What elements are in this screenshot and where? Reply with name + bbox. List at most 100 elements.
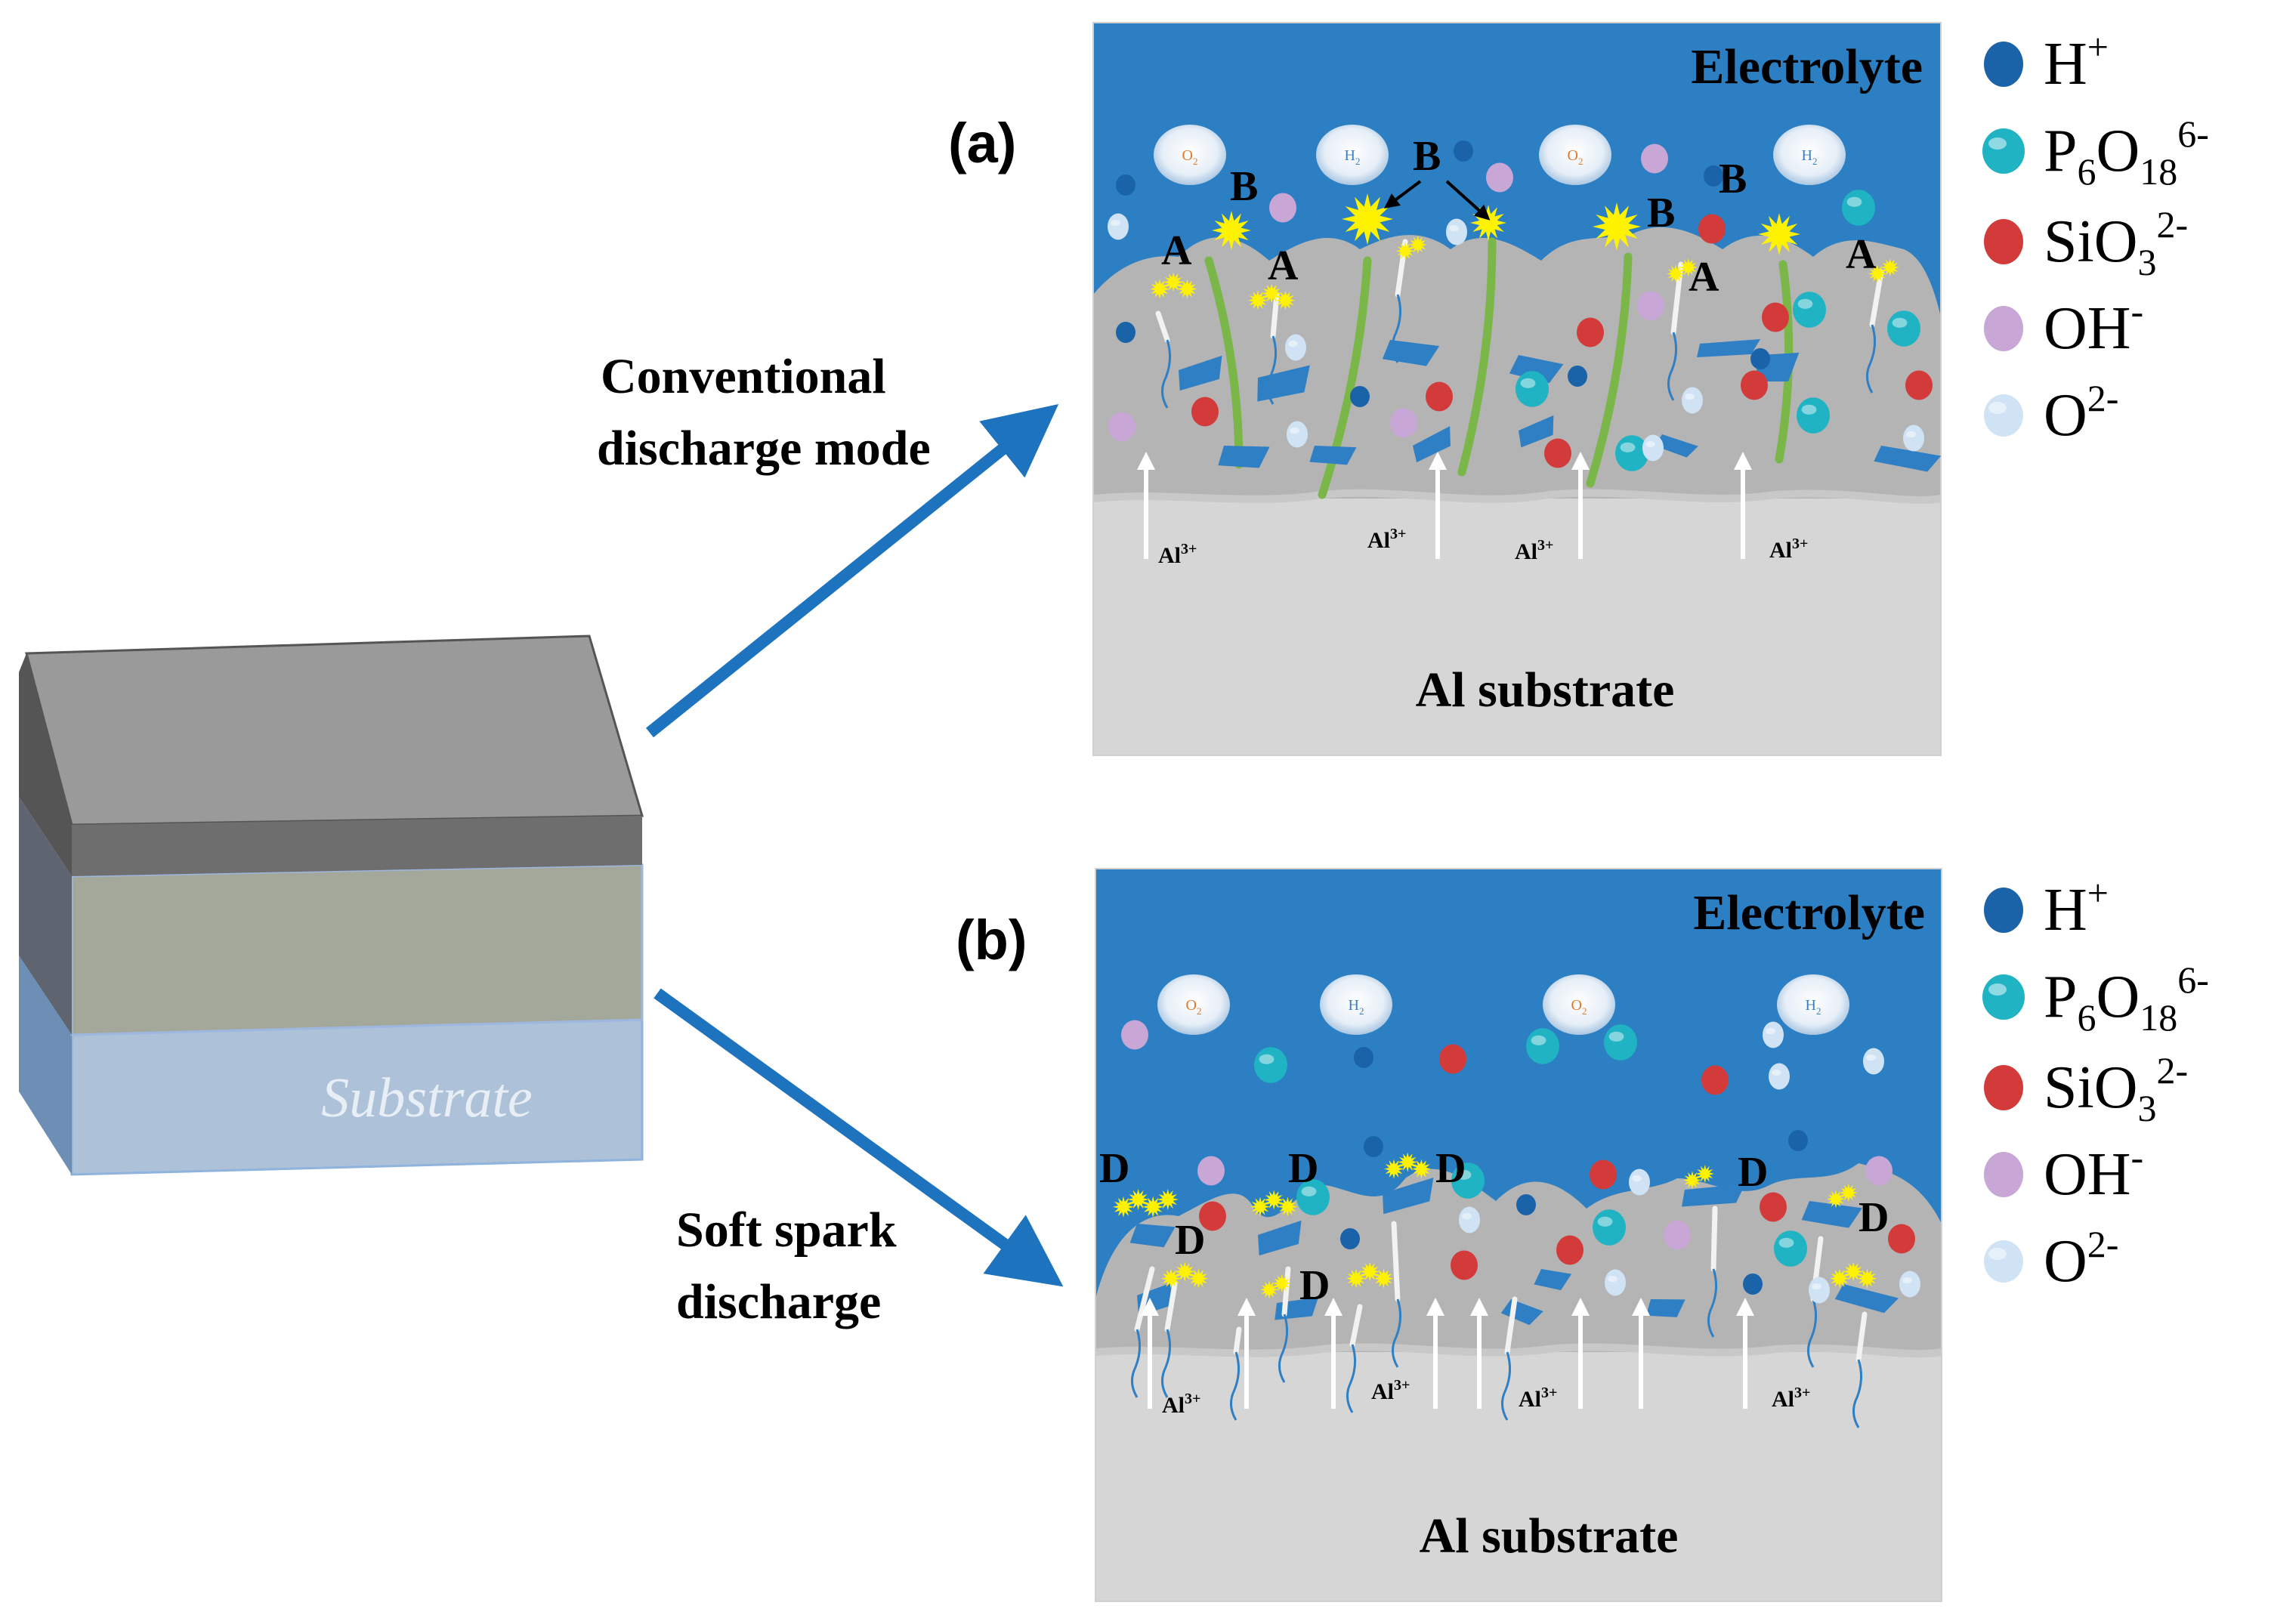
- gas-bubble-subscript: 2: [1197, 1005, 1202, 1017]
- ion-highlight: [1988, 137, 2007, 150]
- legend-superscript: 6-: [2177, 113, 2209, 155]
- discharge-channel-green: [1318, 256, 1372, 499]
- oh-ion-icon: [1641, 144, 1668, 174]
- spark-icon: [1843, 1261, 1864, 1282]
- coating-flake: [1697, 339, 1760, 357]
- spark-icon: [1398, 1152, 1418, 1172]
- legend-label: O2-: [2044, 377, 2118, 449]
- al-ion-label: Al3+: [1769, 536, 1808, 563]
- discharge-site-label: D: [1288, 1145, 1318, 1192]
- discharge-channel-green: [1586, 252, 1633, 488]
- spark-icon: [1264, 1190, 1284, 1210]
- panel-b-letter: (b): [956, 909, 1027, 971]
- discharge-site-label: A: [1268, 242, 1299, 289]
- panel-b-electrolyte-label: Electrolyte: [1693, 885, 1925, 940]
- coating-flake: [1534, 1269, 1572, 1291]
- discharge-site-label: D: [1738, 1149, 1768, 1196]
- o-ion-icon: [1287, 421, 1308, 448]
- discharge-crack: [1161, 339, 1171, 409]
- coating-flake: [1257, 365, 1310, 402]
- oh-ion-icon: [1121, 1020, 1148, 1050]
- o-ion-icon: [1629, 1169, 1650, 1196]
- ion-highlight: [1288, 340, 1298, 347]
- h-ion-icon: [1743, 1273, 1763, 1295]
- ion-highlight: [1866, 1054, 1876, 1061]
- spark-icon: [1408, 236, 1427, 254]
- ion-highlight: [1801, 404, 1817, 415]
- site-pointer-arrow: [1384, 180, 1422, 208]
- coating-flake: [1129, 1224, 1176, 1248]
- spark-icon: [1157, 1189, 1179, 1210]
- block-top-front: [72, 816, 642, 876]
- legend-superscript: 2-: [2157, 203, 2189, 245]
- oh-ion-icon: [1637, 291, 1664, 321]
- ion-highlight: [1988, 402, 2007, 414]
- discharge-channel: [1349, 1304, 1363, 1348]
- spark-icon: [1360, 1261, 1380, 1282]
- oh-ion-icon: [1984, 1152, 2023, 1197]
- oh-ion-icon: [1865, 1156, 1892, 1186]
- discharge-channel: [1233, 1326, 1242, 1355]
- block-top-side: [19, 653, 72, 876]
- coating-flake: [1218, 446, 1270, 468]
- panel-a-substrate: [1093, 499, 1941, 755]
- si-ion-icon: [1701, 1065, 1729, 1095]
- legend-superscript: -: [2131, 290, 2144, 332]
- si-ion-icon: [1888, 1224, 1915, 1254]
- ion-highlight: [1988, 983, 2007, 996]
- h-ion-icon: [1704, 165, 1723, 187]
- discharge-site-label: A: [1846, 231, 1877, 278]
- gas-bubble-icon: [1777, 974, 1849, 1035]
- legend-a: H+P6O186-SiO32-OH-O2-: [1982, 26, 2209, 449]
- o-ion-icon: [1285, 334, 1306, 361]
- coating-flake: [1413, 426, 1451, 463]
- spark-icon: [1470, 205, 1506, 241]
- ion-highlight: [1797, 298, 1813, 309]
- legend-subscript: 6: [2078, 996, 2096, 1039]
- spark-icon: [1175, 1261, 1195, 1282]
- legend-label-part: O: [2096, 964, 2140, 1030]
- block-bottom-side: [19, 956, 72, 1175]
- ion-highlight: [1597, 1216, 1613, 1227]
- h-ion-icon: [1340, 1227, 1360, 1250]
- si-ion-icon: [1698, 214, 1726, 244]
- oh-ion-icon: [1486, 162, 1513, 193]
- sio3-ion-icon: [1984, 1065, 2023, 1110]
- coating-flake: [1258, 1220, 1302, 1256]
- o-ion-icon: [1459, 1206, 1480, 1233]
- al-ion-charge: 3+: [1394, 1377, 1410, 1394]
- discharge-crack: [1392, 1298, 1401, 1368]
- si-ion-icon: [1451, 1250, 1478, 1280]
- p-ion-icon: [1604, 1024, 1637, 1061]
- h-ion-icon: [1568, 365, 1587, 387]
- spark-icon: [1150, 279, 1169, 299]
- h-ion-icon: [1516, 1193, 1536, 1216]
- legend-superscript: 6-: [2177, 959, 2209, 1001]
- gas-bubble-icon: [1773, 125, 1846, 185]
- oh-ion-icon: [1197, 1156, 1225, 1186]
- si-ion-icon: [1199, 1201, 1226, 1231]
- spark-icon: [1839, 1184, 1858, 1202]
- p6o18-ion-icon: [1982, 974, 2025, 1020]
- p-ion-icon: [1842, 190, 1875, 226]
- si-ion-icon: [1556, 1235, 1584, 1265]
- discharge-site-label: D: [1175, 1217, 1205, 1264]
- legend-label: SiO32-: [2044, 203, 2188, 283]
- spark-icon: [1278, 1196, 1298, 1217]
- discharge-channel-green: [1204, 256, 1244, 469]
- block-middle-front: [70, 863, 644, 1036]
- spark-icon: [1113, 1196, 1134, 1218]
- coating-flake: [1834, 1284, 1899, 1314]
- al-ion-charge: 3+: [1181, 541, 1197, 557]
- legend-superscript: 2-: [2087, 377, 2119, 419]
- spark-icon: [1177, 279, 1197, 299]
- arrow-to-panel-a: [645, 403, 1059, 738]
- discharge-site-label: B: [1413, 133, 1441, 180]
- gas-bubble-icon: [1539, 125, 1611, 185]
- gas-bubble-subscript: 2: [1193, 156, 1198, 167]
- legend-subscript: 3: [2138, 1087, 2157, 1129]
- discharge-site-label: D: [1099, 1145, 1129, 1192]
- panel-a-electrolyte-label: Electrolyte: [1691, 39, 1923, 94]
- spark-icon: [1275, 290, 1296, 310]
